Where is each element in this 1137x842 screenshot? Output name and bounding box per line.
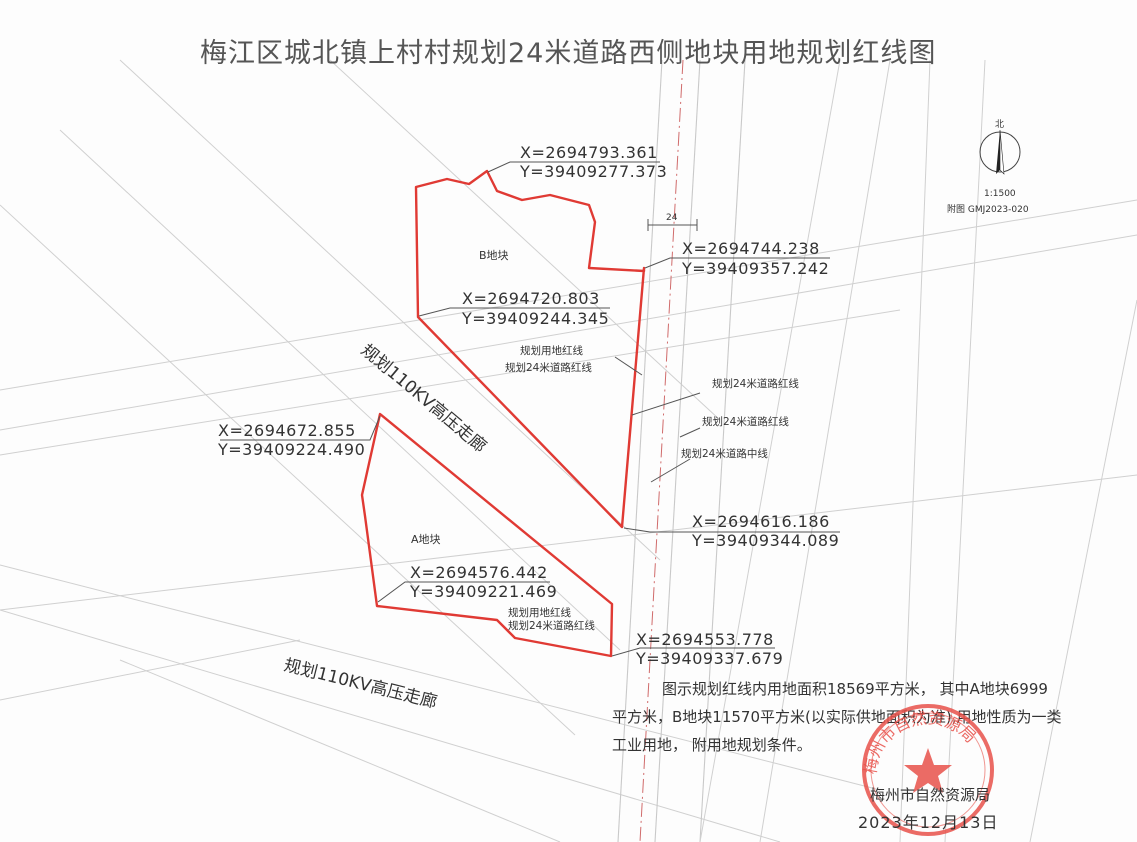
coord-y-7: Y=39409337.679 <box>635 649 783 668</box>
seal-star-icon <box>904 748 952 793</box>
line-type-labels: 规划用地红线 规划24米道路红线 规划24米道路红线 规划24米道路红线 规划2… <box>505 344 799 632</box>
coord-x-6: X=2694576.442 <box>410 563 548 582</box>
parcel-a-label: A地块 <box>411 533 441 546</box>
label-road-redline-2: 规划24米道路红线 <box>712 377 799 390</box>
road-width-dimension: 24 <box>647 213 698 231</box>
area-note: 图示规划红线内用地面积18569平方米， 其中A地块6999 平方米，B地块11… <box>612 680 1061 754</box>
coord-y-2: Y=39409357.242 <box>681 259 829 278</box>
coord-y-3: Y=39409244.345 <box>461 309 609 328</box>
coord-x-7: X=2694553.778 <box>636 630 774 649</box>
north-arrow-needle <box>996 130 1000 174</box>
coord-y-1: Y=39409277.373 <box>519 162 667 181</box>
north-label: 北 <box>995 119 1004 130</box>
label-land-redline-a: 规划用地红线 <box>508 606 571 619</box>
parcel-a-boundary <box>360 412 614 658</box>
issue-date: 2023年12月13日 <box>858 813 998 832</box>
label-road-redline-a: 规划24米道路红线 <box>508 619 595 632</box>
scale-text: 1:1500 <box>984 189 1016 199</box>
coord-x-3: X=2694720.803 <box>462 289 600 308</box>
coord-x-5: X=2694616.186 <box>692 512 830 531</box>
note-line-2: 平方米，B地块11570平方米(以实际供地面积为准),用地性质为一类 <box>612 708 1061 726</box>
label-road-redline: 规划24米道路红线 <box>505 361 592 374</box>
coordinate-labels: X=2694793.361 Y=39409277.373 X=2694744.2… <box>217 143 839 668</box>
coord-x-1: X=2694793.361 <box>520 143 658 162</box>
coordinate-leaders <box>220 161 840 657</box>
label-road-redline-3: 规划24米道路红线 <box>702 415 789 428</box>
note-line-3: 工业用地， 附用地规划条件。 <box>612 736 812 754</box>
corridor-label-upper: 规划110KV高压走廊 <box>357 341 490 457</box>
road-centerline <box>639 59 684 842</box>
coord-y-6: Y=39409221.469 <box>409 582 557 601</box>
coord-y-5: Y=39409344.089 <box>691 531 839 550</box>
road-width-label: 24 <box>666 213 678 223</box>
parcel-b-boundary <box>414 169 646 529</box>
label-land-redline: 规划用地红线 <box>520 344 583 357</box>
coord-x-2: X=2694744.238 <box>682 239 820 258</box>
agency-name: 梅州市自然资源局 <box>870 786 990 804</box>
north-arrow: 北 1:1500 附图 GMJ2023-020 <box>947 119 1029 215</box>
coord-x-4: X=2694672.855 <box>218 421 356 440</box>
background-roads <box>0 59 1137 842</box>
coord-y-4: Y=39409224.490 <box>217 440 365 459</box>
parcel-b-label: B地块 <box>479 249 509 262</box>
label-road-centerline: 规划24米道路中线 <box>681 447 768 460</box>
map-title: 梅江区城北镇上村村规划24米道路西侧地块用地规划红线图 <box>200 38 936 69</box>
corridor-label-lower: 规划110KV高压走廊 <box>282 655 439 712</box>
note-line-1: 图示规划红线内用地面积18569平方米， 其中A地块6999 <box>662 680 1048 698</box>
appendix-number: 附图 GMJ2023-020 <box>947 203 1029 215</box>
